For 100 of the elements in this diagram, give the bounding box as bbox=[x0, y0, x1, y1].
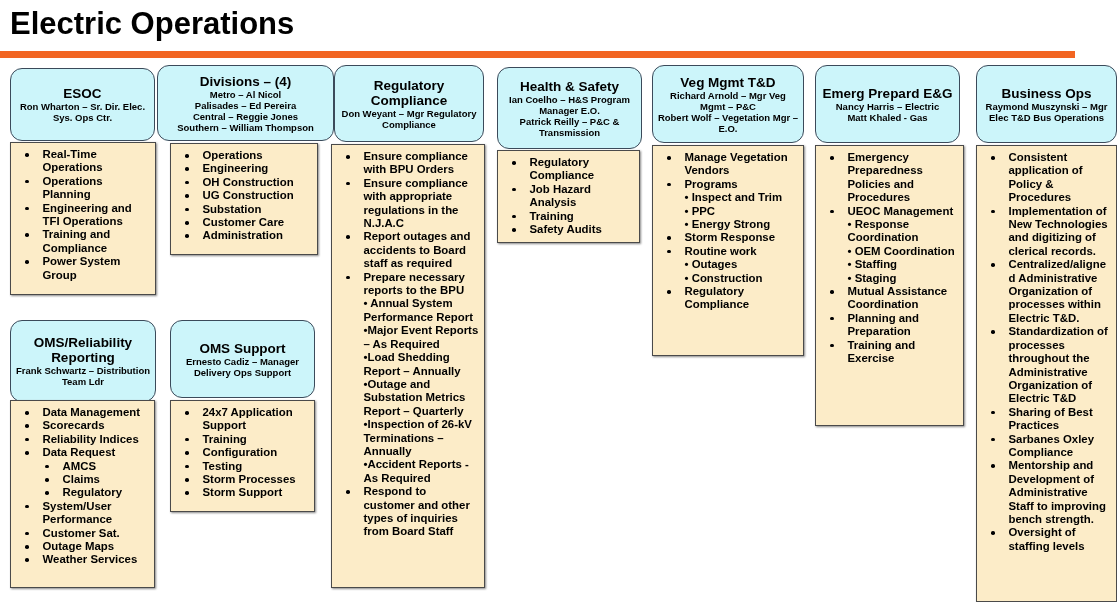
list-item: Storm Support bbox=[202, 486, 283, 500]
list-item: • Staffing bbox=[847, 258, 898, 272]
list-item: Data Request bbox=[42, 446, 116, 460]
list-item: UEOC Management bbox=[847, 204, 954, 219]
list-item: AMCS bbox=[62, 459, 97, 474]
list-item: Training and Compliance bbox=[42, 228, 112, 256]
list-item: Training and Exercise bbox=[847, 338, 917, 366]
list-item: Standardization of processes throughout the Administrative Organization of Electric T&D bbox=[1008, 325, 1109, 406]
list-box bbox=[10, 400, 155, 588]
list-item: Ensure compliance with BPU Orders bbox=[363, 150, 469, 177]
list-box bbox=[331, 144, 485, 588]
list-item: Implementation of New Technologies and digitizing of clerical records. bbox=[1008, 204, 1109, 259]
list-item: System/User Performance bbox=[42, 499, 114, 527]
list-item: Testing bbox=[202, 459, 243, 474]
name-text: Ron Wharton – Sr. Dir. Elec. Sys. Ops Ctr. bbox=[18, 101, 147, 123]
list-item: • PPC bbox=[684, 204, 716, 219]
heading-text: OMS Support bbox=[198, 340, 287, 356]
list-item: Substation bbox=[202, 202, 262, 217]
list-box bbox=[497, 150, 640, 243]
list-item: Data Management bbox=[42, 406, 140, 420]
list-item: Scorecards bbox=[42, 419, 105, 433]
list-item: Regulatory bbox=[62, 486, 122, 500]
list-box bbox=[652, 145, 804, 356]
name-text: Southern – William Thompson bbox=[176, 121, 315, 133]
list-item: • Staging bbox=[847, 271, 897, 286]
list-item: Outage Maps bbox=[42, 540, 115, 554]
list-item: Administration bbox=[202, 229, 283, 243]
name-text: Ernesto Cadiz – Manager Delivery Ops Support bbox=[185, 355, 300, 378]
list-item: Reliability Indices bbox=[42, 432, 139, 447]
heading-text: OMS/Reliability Reporting bbox=[32, 335, 134, 365]
list-item: •Major Event Reports – As Required bbox=[363, 324, 480, 352]
name-text: Matt Khaled - Gas bbox=[847, 111, 929, 123]
list-item: Centralized/aligned Administrative Organization of processes within Electric T&D. bbox=[1008, 258, 1107, 326]
list-item: •Outage and Substation Metrics Report – Quarterly bbox=[363, 377, 467, 419]
list-item: Claims bbox=[62, 473, 100, 487]
list-item: Ensure compliance with appropriate regulations in the N.J.A.C bbox=[363, 176, 469, 231]
list-item: • Annual System Performance Report bbox=[363, 297, 474, 325]
heading-text: Veg Mgmt T&D bbox=[679, 74, 777, 90]
list-item: Respond to customer and other types of inquiries from Board Staff bbox=[363, 485, 471, 539]
heading-text: ESOC bbox=[62, 86, 103, 101]
list-item: • Construction bbox=[684, 271, 763, 286]
name-text: Patrick Reilly – P&C & Transmission bbox=[518, 115, 621, 138]
list-item: UG Construction bbox=[202, 189, 294, 203]
list-item: Storm Processes bbox=[202, 473, 296, 487]
heading-text: Business Ops bbox=[1000, 85, 1093, 101]
name-text: Don Weyant – Mgr Regulatory Compliance bbox=[340, 107, 478, 130]
list-box bbox=[170, 400, 315, 512]
list-item: • Inspect and Trim bbox=[684, 191, 783, 205]
heading-text: Regulatory Compliance bbox=[369, 77, 449, 108]
list-item: • Energy Strong bbox=[684, 218, 771, 232]
list-item: Sarbanes Oxley Compliance bbox=[1008, 432, 1095, 460]
list-box bbox=[170, 143, 318, 255]
list-item: Operations Planning bbox=[42, 174, 104, 202]
list-item: Training bbox=[529, 209, 574, 224]
header-box bbox=[334, 65, 484, 142]
list-item: Training bbox=[202, 432, 247, 447]
header-box bbox=[10, 320, 156, 402]
name-text: Robert Wolf – Vegetation Mgr – E.O. bbox=[657, 111, 799, 134]
list-item: • Response Coordination bbox=[847, 218, 920, 245]
name-text: Palisades – Ed Pereira bbox=[193, 99, 298, 111]
list-item: Prepare necessary reports to the BPU bbox=[363, 270, 466, 298]
page-title: Electric Operations bbox=[10, 6, 295, 42]
name-text: Richard Arnold – Mgr Veg Mgmt – P&C bbox=[669, 89, 787, 112]
header-box bbox=[497, 67, 642, 149]
list-item: Report outages and accidents to Board staff as required bbox=[363, 230, 472, 271]
header-box bbox=[157, 65, 334, 141]
list-item: Emergency Preparedness Policies and Procedures bbox=[847, 151, 924, 205]
list-item: Regulatory Compliance bbox=[529, 156, 596, 183]
name-text: Raymond Muszynski – Mgr Elec T&D Bus Operations bbox=[984, 100, 1109, 123]
list-item: Weather Services bbox=[42, 553, 138, 567]
list-box bbox=[815, 145, 964, 426]
list-item: Routine work bbox=[684, 244, 757, 259]
name-text: Metro – Al Nicol bbox=[208, 88, 282, 100]
list-item: Safety Audits bbox=[529, 223, 602, 237]
list-item: • Outages bbox=[684, 258, 738, 272]
list-item: 24x7 Application Support bbox=[202, 406, 294, 433]
list-item: Mentorship and Development of Administrative Staff to improving bench strength. bbox=[1008, 459, 1107, 527]
list-item: Sharing of Best Practices bbox=[1008, 405, 1094, 433]
list-item: Engineering bbox=[202, 162, 269, 176]
list-item: • OEM Coordination bbox=[847, 244, 955, 259]
list-box bbox=[10, 142, 156, 295]
heading-text: Health & Safety bbox=[519, 78, 620, 94]
list-item: Engineering and TFI Operations bbox=[42, 201, 133, 229]
list-item: Job Hazard Analysis bbox=[529, 182, 592, 210]
heading-text: Emerg Prepard E&G bbox=[821, 85, 954, 101]
list-item: Consistent application of Policy & Procedures bbox=[1008, 151, 1084, 205]
header-box bbox=[10, 68, 155, 141]
list-item: Planning and Preparation bbox=[847, 311, 920, 339]
list-item: Manage Vegetation Vendors bbox=[684, 151, 789, 178]
list-item: OH Construction bbox=[202, 175, 294, 190]
header-box bbox=[815, 65, 960, 143]
list-item: Regulatory Compliance bbox=[684, 285, 751, 312]
list-box bbox=[976, 145, 1117, 602]
name-text: Central – Reggie Jones bbox=[191, 110, 300, 122]
list-item: Mutual Assistance Coordination bbox=[847, 285, 949, 312]
heading-text: Divisions – (4) bbox=[198, 73, 293, 89]
header-box bbox=[652, 65, 804, 143]
list-item: Operations bbox=[202, 149, 263, 163]
list-item: •Load Shedding Report – Annually bbox=[363, 351, 462, 378]
header-box bbox=[170, 320, 315, 398]
